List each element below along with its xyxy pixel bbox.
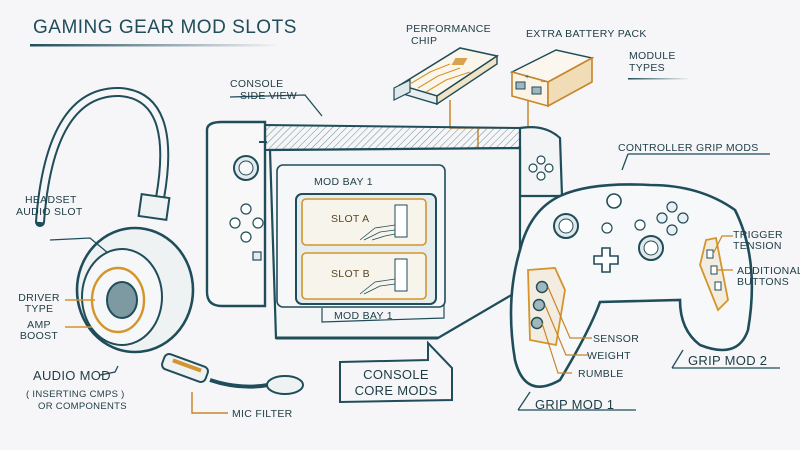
- svg-text:+: +: [525, 74, 529, 81]
- audio-mod-note-line2: or Components: [38, 401, 127, 412]
- headset-audio-slot-line1: Headset: [25, 194, 77, 206]
- performance-chip-label-line2: Chip: [411, 35, 438, 47]
- slot-b[interactable]: Slot B: [331, 268, 370, 280]
- additional-buttons-line2: Buttons: [737, 276, 790, 288]
- module-connector-line: [449, 100, 529, 129]
- console-side-view-label-line2: Side View: [240, 90, 297, 102]
- console-side-view-label-line1: Console: [230, 78, 284, 90]
- performance-chip-label-line1: Performance: [406, 23, 491, 35]
- driver-type-line1: Driver: [18, 292, 60, 304]
- additional-buttons-line1: Additional: [737, 265, 800, 277]
- mod-bay-bottom-label: Mod Bay 1: [334, 310, 393, 322]
- page-title: Gaming Gear Mod Slots: [33, 17, 297, 38]
- driver-type-line2: Type: [24, 303, 54, 315]
- trigger-tension-line2: Tension: [733, 240, 782, 252]
- audio-mod-label: Audio Mod: [33, 368, 111, 383]
- battery-pack-icon: + –: [509, 49, 595, 108]
- console-core-mods-line2: Core Mods: [354, 383, 438, 398]
- module-types-heading-line1: Module: [629, 50, 676, 62]
- amp-boost-line2: Boost: [19, 330, 59, 342]
- controller-illustration: [509, 153, 780, 411]
- grip-part-weight: Weight: [587, 350, 631, 362]
- svg-text:–: –: [541, 78, 545, 85]
- audio-mod-note-line1: ( Inserting Cmps ): [26, 389, 125, 400]
- module-types-heading-line2: Types: [629, 62, 665, 74]
- mic-filter-label: Mic Filter: [232, 408, 293, 420]
- grip-part-sensor: Sensor: [593, 333, 640, 345]
- battery-pack-label: Extra Battery Pack: [526, 28, 647, 40]
- grip-part-rumble: Rumble: [578, 368, 624, 380]
- module-types-underline: [628, 78, 690, 80]
- headset-illustration: [35, 86, 304, 414]
- slot-a[interactable]: Slot A: [331, 213, 370, 225]
- grip-mod-2-label: Grip Mod 2: [688, 353, 768, 368]
- performance-chip-icon: [393, 47, 500, 106]
- console-illustration: [205, 94, 564, 404]
- mod-bay-top-label: Mod Bay 1: [314, 176, 373, 188]
- amp-boost-line1: Amp: [27, 319, 51, 331]
- console-core-mods-line1: Console: [363, 367, 429, 382]
- controller-grip-mods-heading: Controller Grip Mods: [618, 142, 759, 154]
- trigger-tension-line1: Trigger: [733, 229, 783, 241]
- headset-audio-slot-line2: Audio Slot: [16, 206, 83, 218]
- grip-mod-1-label: Grip Mod 1: [535, 397, 615, 412]
- title-underline: [30, 44, 280, 47]
